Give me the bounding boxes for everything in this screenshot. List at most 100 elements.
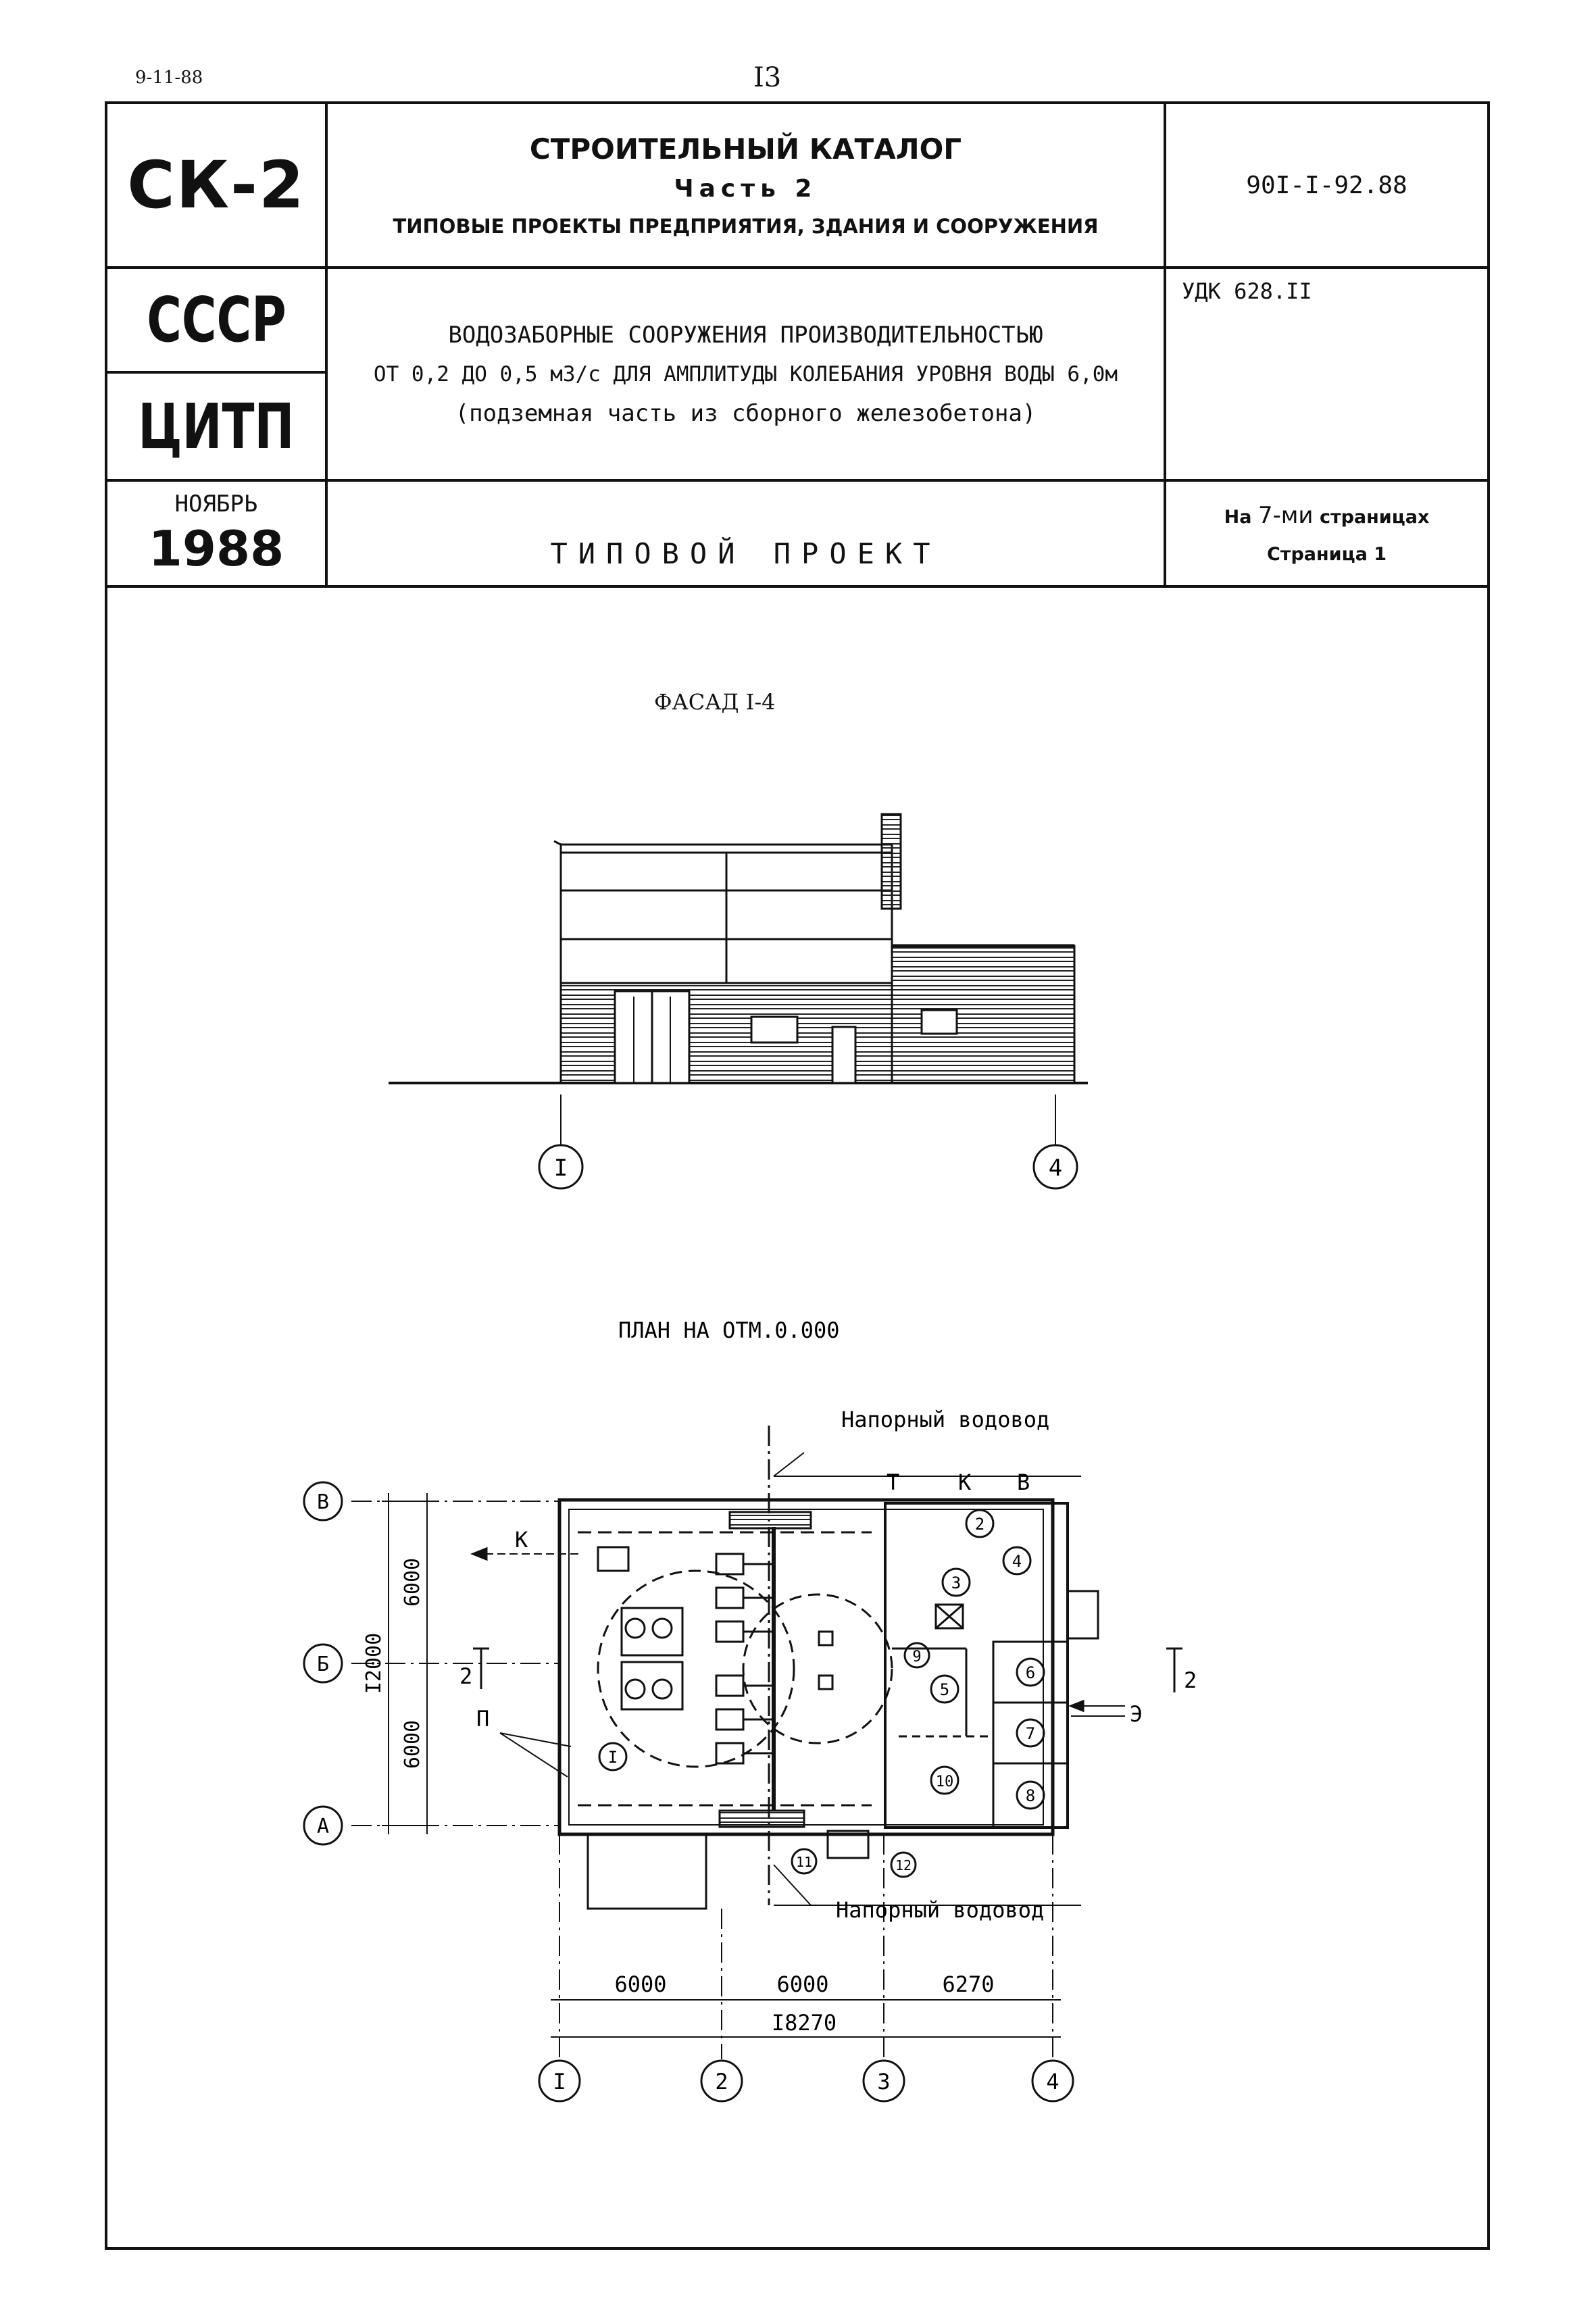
- catalog-title: СТРОИТЕЛЬНЫЙ КАТАЛОГ: [529, 132, 962, 166]
- room3-box: [934, 1603, 964, 1630]
- box-1: [818, 1630, 834, 1646]
- project-title-line-2: ОТ 0,2 ДО 0,5 м3/с ДЛЯ АМПЛИТУДЫ КОЛЕБАН…: [373, 361, 1118, 386]
- window-2: [920, 1009, 958, 1035]
- country-cell: СССР: [107, 269, 325, 371]
- page-frame: СК-2 СТРОИТЕЛЬНЫЙ КАТАЛОГ Часть 2 ТИПОВЫ…: [105, 101, 1490, 2250]
- room-7: 7: [1026, 1724, 1035, 1743]
- room-6: 6: [1026, 1663, 1035, 1682]
- pages-cell: На 7-ми страницах Страница 1: [1166, 482, 1487, 585]
- room-3: 3: [951, 1574, 961, 1592]
- room-10: 10: [936, 1774, 954, 1790]
- facade-title: ФАСАД I-4: [654, 689, 776, 715]
- room-circle-2: [965, 1509, 995, 1538]
- room-circle-9: [903, 1642, 930, 1669]
- p-leader-2: [499, 1732, 568, 1778]
- section-mark-right-label: 2: [1184, 1667, 1197, 1693]
- annex-wall: [884, 1502, 1069, 1829]
- doc-type-cell: ТИПОВОЙ ПРОЕКТ: [328, 482, 1164, 585]
- axis-label-a: А: [317, 1815, 329, 1838]
- room-circle-6: [1016, 1657, 1045, 1687]
- room-9: 9: [912, 1649, 921, 1665]
- low-block: [891, 945, 1076, 1084]
- room-circle-1: [598, 1742, 628, 1771]
- outlet-k-label: К: [515, 1527, 528, 1553]
- utility-v: В: [1017, 1469, 1030, 1495]
- page-label: Страница 1: [1266, 544, 1387, 565]
- section-mark-left-label: 2: [459, 1663, 472, 1689]
- room-circle-8: [1016, 1780, 1045, 1810]
- axis-circle-a: [303, 1805, 343, 1846]
- dim-v-total: I2000: [362, 1633, 386, 1694]
- project-title-line-3: (подземная часть из сборного железобетон…: [455, 399, 1037, 427]
- title-cell: ВОДОЗАБОРНЫЕ СООРУЖЕНИЯ ПРОИЗВОДИТЕЛЬНОС…: [328, 269, 1164, 479]
- doc-type: ТИПОВОЙ ПРОЕКТ: [550, 537, 941, 570]
- facade-axis-1-label: I: [554, 1155, 568, 1182]
- catalog-subtitle: ТИПОВЫЕ ПРОЕКТЫ ПРЕДПРИЯТИЯ, ЗДАНИЯ И СО…: [393, 215, 1099, 238]
- org-name: ЦИТП: [138, 390, 295, 463]
- grating-bottom: [718, 1809, 805, 1828]
- utility-t: Т: [887, 1469, 899, 1495]
- room-8: 8: [1026, 1786, 1035, 1805]
- room-2: 2: [975, 1515, 984, 1534]
- dim-h-6000-2: 6000: [776, 1971, 828, 1997]
- room-circle-7: [1016, 1718, 1045, 1748]
- title-vdivider-2: [1164, 104, 1166, 585]
- box-2: [818, 1674, 834, 1690]
- title-divider-left: [107, 371, 325, 374]
- window-1: [750, 1015, 799, 1044]
- axis-label-3: 3: [877, 2069, 890, 2094]
- title-divider-3: [107, 585, 1487, 588]
- annex-projection: [1066, 1590, 1099, 1640]
- room-circle-12: [890, 1851, 917, 1878]
- dim-v-6000-top: 6000: [401, 1558, 424, 1607]
- pages-total: На 7-ми страницах: [1224, 502, 1430, 529]
- room-1: I: [608, 1748, 618, 1767]
- pipe-top-label: Напорный водовод: [841, 1407, 1049, 1432]
- room-circle-10: [930, 1765, 959, 1795]
- porch: [587, 1833, 707, 1910]
- cell-8: [992, 1762, 1069, 1829]
- facade-door: [831, 1026, 857, 1084]
- code-cell: 90I-I-92.88: [1166, 104, 1487, 266]
- pages-suffix: страницах: [1319, 507, 1430, 528]
- project-title-line-1: ВОДОЗАБОРНЫЕ СООРУЖЕНИЯ ПРОИЗВОДИТЕЛЬНОС…: [448, 321, 1043, 349]
- axis-circle-2: [700, 2059, 743, 2103]
- dim-h-total: I8270: [772, 2010, 837, 2036]
- axis-label-v: В: [317, 1490, 329, 1514]
- room3-x-2: [935, 1603, 964, 1630]
- dim-h-6270: 6270: [942, 1971, 994, 1997]
- p-leader-1: [499, 1732, 572, 1747]
- axis-circle-b: [303, 1643, 343, 1684]
- axis-label-4: 4: [1046, 2069, 1059, 2094]
- crane-circle-2: [742, 1593, 893, 1744]
- facade-axis-4-label: 4: [1049, 1155, 1062, 1182]
- catalog-part: Часть 2: [674, 175, 818, 203]
- pages-count: 7-ми: [1257, 502, 1314, 529]
- crane-circle: [597, 1569, 795, 1768]
- date-stamp: 9-11-88: [135, 68, 203, 88]
- dim-v-6000-bottom: 6000: [401, 1720, 424, 1769]
- country-name: СССР: [146, 284, 286, 356]
- pages-prefix: На: [1224, 507, 1252, 528]
- pump-group-left: [620, 1607, 684, 1711]
- date-cell: НОЯБРЬ 1988: [107, 482, 325, 585]
- facade-axis-4-circle: [1032, 1144, 1078, 1190]
- k-arrow: [470, 1546, 488, 1561]
- catalog-cell: СТРОИТЕЛЬНЫЙ КАТАЛОГ Часть 2 ТИПОВЫЕ ПРО…: [328, 104, 1164, 266]
- room-4: 4: [1012, 1552, 1022, 1571]
- axis-circle-4: [1031, 2059, 1074, 2103]
- facade-axis-1-circle: [538, 1144, 584, 1190]
- dim-h-6000-1: 6000: [614, 1971, 666, 1997]
- utility-k: К: [958, 1469, 972, 1495]
- axis-circle-1: [538, 2059, 581, 2103]
- chimney: [880, 813, 902, 910]
- logo-cell: СК-2: [107, 104, 325, 266]
- room-11: 11: [796, 1854, 812, 1870]
- pump-row: [715, 1553, 774, 1765]
- year-label: 1988: [148, 520, 284, 577]
- room-circle-11: [791, 1848, 818, 1875]
- title-vdivider-1: [325, 104, 328, 585]
- outlet-e-label: Э: [1130, 1701, 1143, 1727]
- org-cell: ЦИТП: [107, 374, 325, 479]
- plan-title: ПЛАН НА ОТМ.0.000: [618, 1317, 840, 1343]
